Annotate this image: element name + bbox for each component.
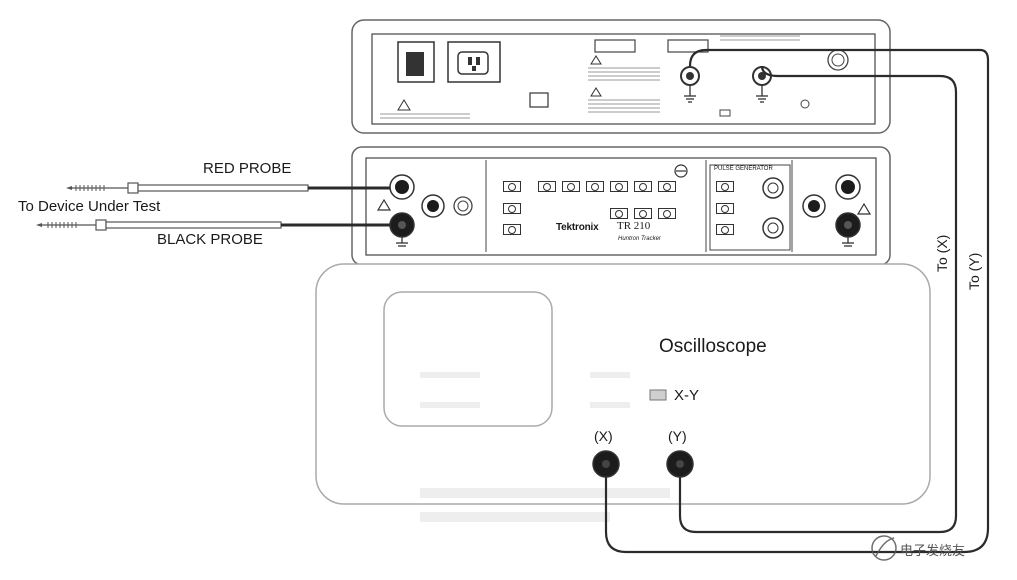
range-indicator-3 [586,181,604,192]
oscilloscope-body [315,263,931,522]
pulse-minus-indicator [716,203,734,214]
channel-b-indicator [503,224,521,235]
tracker-model: TR 210 [617,220,651,232]
tracker-subtitle: Huntron Tracker [618,236,661,242]
watermark-logo [871,535,897,561]
black-probe [36,219,390,231]
watermark-text: 电子发烧友 [900,544,966,559]
channel-a-indicator [503,181,521,192]
device-under-test-label: To Device Under Test [18,198,161,215]
freq-indicator-1 [610,208,628,219]
red-probe [66,182,390,194]
alt-indicator [503,203,521,214]
tracker-front-panel [351,146,891,266]
oscilloscope-screen [383,291,553,427]
xy-label: X-Y [674,387,700,404]
freq-indicator-3 [658,208,676,219]
scope-x-label: (X) [594,428,613,444]
to-x-label: To (X) [934,234,950,272]
oscilloscope-label: Oscilloscope [659,336,767,357]
pulse-generator-label: PULSE GENERATOR [714,166,773,172]
voltage-selector [529,92,549,108]
pulse-plus-indicator [716,181,734,192]
range-indicator-1 [538,181,556,192]
range-indicator-6 [658,181,676,192]
range-indicator-2 [562,181,580,192]
scope-y-label: (Y) [668,428,687,444]
freq-indicator-2 [634,208,652,219]
xy-button [649,389,667,401]
pulse-mode-indicator [716,224,734,235]
tracker-brand: Tektronix [556,222,599,233]
x-cable [604,48,990,554]
range-indicator-5 [634,181,652,192]
y-cable [678,65,958,534]
red-probe-label: RED PROBE [203,160,292,177]
range-indicator-4 [610,181,628,192]
to-y-label: To (Y) [966,252,982,290]
black-probe-label: BLACK PROBE [157,231,263,248]
